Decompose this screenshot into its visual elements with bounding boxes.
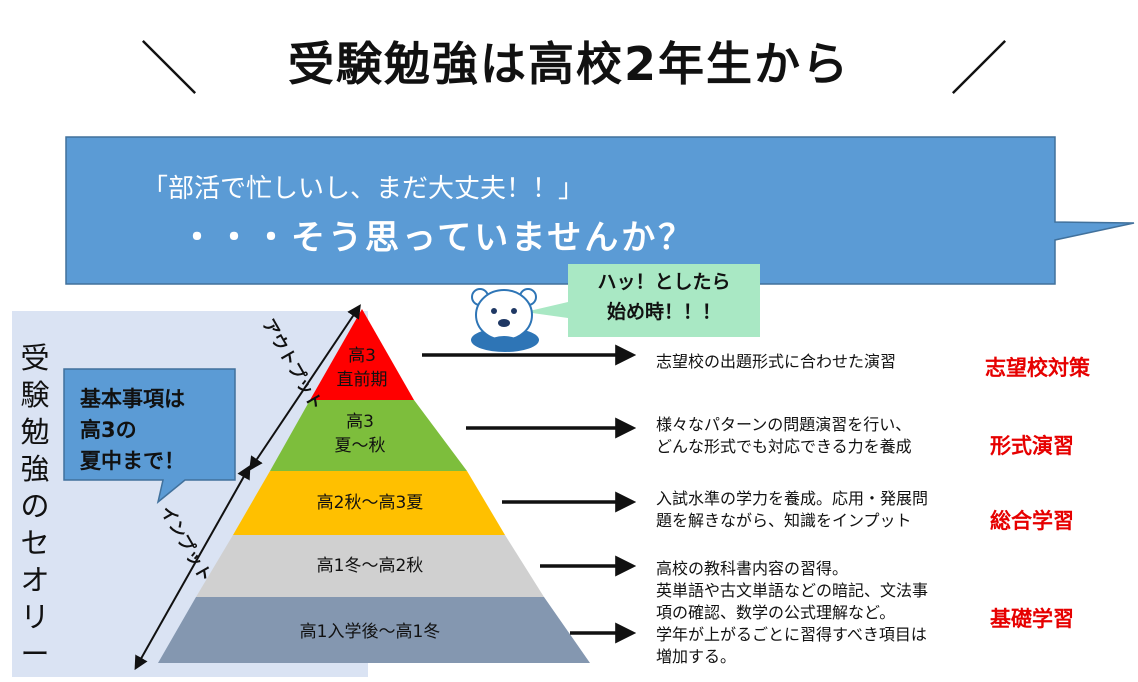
title-slash-left: ＼	[140, 35, 199, 103]
level-label-line: 高3	[346, 412, 374, 432]
speech-quote: 「部活で忙しいし、まだ大丈夫！！」	[142, 174, 585, 204]
speech-question: ・・・そう思っていませんか？	[180, 218, 696, 258]
theory-char: ー	[20, 637, 50, 671]
output-axis-arrow	[249, 304, 361, 471]
desc-line: 様々なパターンの問題演習を行い、	[656, 415, 912, 434]
level-desc-2: 様々なパターンの問題演習を行い、 どんな形式でも対応できる力を養成	[656, 414, 912, 458]
theory-char: の	[20, 489, 50, 523]
level-label-3: 高2秋～高3夏	[316, 493, 424, 513]
bear-mascot-icon	[471, 288, 539, 352]
realize-bubble	[525, 264, 760, 337]
theory-char: セ	[20, 526, 50, 560]
pyramid-level-4	[196, 535, 544, 597]
callout-line: 高3の	[80, 418, 137, 442]
theory-char: オ	[20, 563, 50, 597]
page-title: 受験勉強は高校2年生から	[287, 37, 850, 91]
desc-line: 増加する。	[656, 647, 737, 666]
realize-line1: ハッ！としたら	[597, 271, 731, 293]
level-label-4: 高1冬～高2秋	[316, 556, 424, 576]
desc-line: 志望校の出題形式に合わせた演習	[656, 352, 897, 371]
desc-line: 題を解きながら、知識をインプット	[656, 511, 912, 530]
desc-line: 高校の教科書内容の習得。	[656, 559, 849, 578]
category-label: 志望校対策	[985, 356, 1090, 380]
level-label-2: 高3 夏～秋	[300, 410, 420, 458]
theory-char: 験	[20, 378, 50, 412]
level-desc-3: 入試水準の学力を養成。応用・発展問 題を解きながら、知識をインプット	[656, 488, 928, 532]
desc-line: 項の確認、数学の公式理解など。	[656, 603, 896, 622]
callout-line: 基本事項は	[80, 387, 185, 411]
desc-line: どんな形式でも対応できる力を養成	[656, 437, 912, 456]
level-desc-1: 志望校の出題形式に合わせた演習	[656, 351, 896, 373]
theory-char: 強	[20, 452, 50, 486]
pyramid-level-5	[158, 597, 590, 663]
category-label: 総合学習	[990, 509, 1074, 533]
realize-line2: 始め時！！！	[606, 301, 721, 323]
theory-char: 受	[20, 341, 50, 375]
basics-desc: 高校の教科書内容の習得。 英単語や古文単語などの暗記、文法事 項の確認、数学の公…	[656, 558, 928, 668]
level-label-5: 高1入学後～高1冬	[299, 622, 441, 642]
level-label-1: 高3 直前期	[312, 344, 412, 392]
desc-line: 入試水準の学力を養成。応用・発展問	[656, 489, 929, 508]
level-label-line: 高3	[348, 346, 376, 366]
input-axis-arrow	[134, 464, 251, 671]
callout-text: 基本事項は 高3の 夏中まで！	[80, 384, 232, 477]
realize-text: ハッ！としたら 始め時！！！	[572, 267, 756, 327]
pyramid-level-3	[233, 471, 505, 535]
title-slash-right: ／	[950, 35, 1009, 103]
speech-bubble	[65, 136, 1135, 285]
theory-char: リ	[20, 600, 50, 634]
category-label: 形式演習	[990, 434, 1074, 458]
level-label-line: 夏～秋	[334, 436, 386, 456]
theory-label: 受 験 勉 強 の セ オ リ ー	[18, 340, 52, 673]
level-label-line: 直前期	[336, 370, 388, 390]
callout-line: 夏中まで！	[80, 449, 185, 473]
desc-line: 学年が上がるごとに習得すべき項目は	[656, 625, 927, 644]
desc-line: 英単語や古文単語などの暗記、文法事	[656, 581, 929, 600]
category-label: 基礎学習	[990, 607, 1074, 631]
theory-char: 勉	[20, 415, 50, 449]
